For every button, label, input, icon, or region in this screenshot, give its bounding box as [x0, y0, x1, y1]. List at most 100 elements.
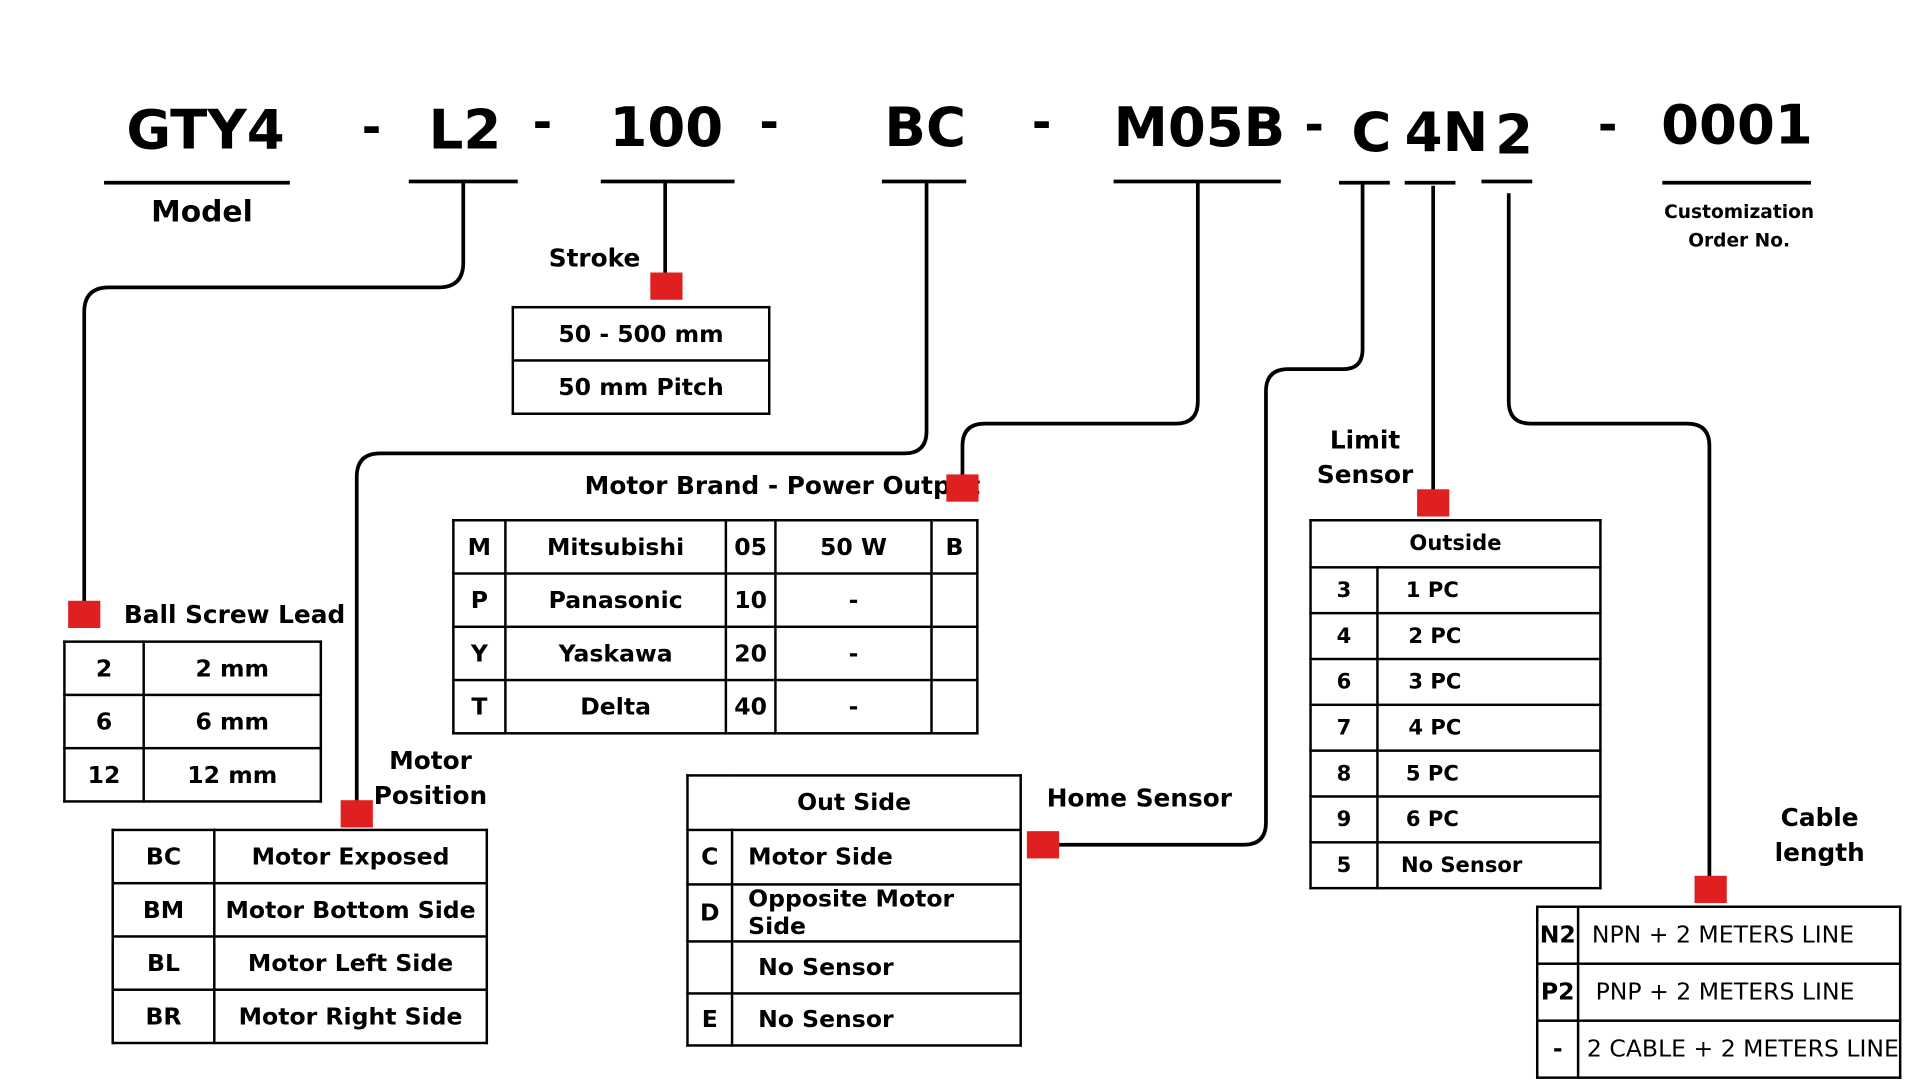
- brake-code: [930, 572, 979, 629]
- brand-code: Y: [452, 625, 507, 682]
- cable-value: PNP + 2 METERS LINE: [1577, 962, 1902, 1022]
- cable-code: P2: [1535, 962, 1580, 1022]
- limit-value: No Sensor: [1376, 841, 1602, 890]
- stroke-range: 50 - 500 mm: [511, 305, 771, 362]
- home-value: Opposite Motor Side: [730, 883, 1022, 943]
- brand-name: Delta: [504, 678, 728, 735]
- underline: [104, 180, 290, 185]
- position-code: BR: [111, 988, 216, 1045]
- motor-position-title-line1: Motor: [389, 745, 472, 776]
- power-code: 20: [724, 625, 777, 682]
- cable-value: 2 CABLE + 2 METERS LINE: [1577, 1019, 1902, 1079]
- power-value: 50 W: [774, 519, 933, 575]
- separator-dash: -: [1031, 95, 1052, 150]
- wire-home-sensor: [1057, 182, 1365, 847]
- table-row: T Delta 40 -: [452, 678, 979, 735]
- wire-ball-screw-lead: [82, 182, 466, 603]
- table-row: Y Yaskawa 20 -: [452, 625, 979, 682]
- underline: [600, 179, 735, 184]
- motor-position-title-line2: Position: [373, 780, 488, 811]
- cable-code: -: [1535, 1019, 1580, 1079]
- limit-sensor-header: Outside: [1309, 519, 1602, 569]
- order-number-label: Customization Order No.: [1652, 198, 1825, 255]
- limit-value: 5 PC: [1376, 749, 1602, 798]
- limit-code: 8: [1309, 749, 1379, 798]
- separator-dash: -: [759, 95, 779, 150]
- power-value: -: [774, 625, 933, 682]
- segment-home-sensor-code: C: [1351, 101, 1392, 165]
- cable-code: N2: [1535, 905, 1580, 965]
- underline: [1662, 180, 1811, 185]
- limit-code: 4: [1309, 611, 1379, 661]
- underline: [1481, 179, 1533, 184]
- home-code: E: [686, 992, 734, 1047]
- lead-value: 6 mm: [142, 693, 323, 750]
- limit-code: 6: [1309, 657, 1379, 707]
- limit-value: 6 PC: [1376, 795, 1602, 844]
- wire-cable-length: [1506, 193, 1712, 877]
- table-header-row: Out Side: [686, 774, 1022, 832]
- ball-screw-lead-marker: [68, 600, 101, 629]
- limit-sensor-title: Limit Sensor: [1311, 422, 1420, 491]
- separator-dash: -: [1597, 97, 1618, 153]
- motor-brand-title: Motor Brand - Power Output: [584, 470, 981, 501]
- limit-value: 3 PC: [1376, 657, 1602, 707]
- separator-dash: -: [532, 95, 553, 150]
- brake-code: [930, 625, 979, 682]
- limit-value: 1 PC: [1376, 566, 1602, 615]
- stroke-pitch: 50 mm Pitch: [511, 359, 771, 415]
- home-code: C: [686, 828, 734, 886]
- cable-length-title-line2: length: [1774, 837, 1865, 868]
- limit-code: 9: [1309, 795, 1379, 844]
- home-code: D: [686, 883, 734, 943]
- stroke-marker: [650, 272, 683, 300]
- limit-sensor-marker: [1417, 489, 1450, 517]
- home-value: No Sensor: [730, 992, 1022, 1047]
- power-code: 05: [724, 519, 777, 575]
- table-row: -2 CABLE + 2 METERS LINE: [1535, 1019, 1902, 1079]
- separator-dash: -: [1304, 97, 1324, 153]
- order-label-line1: Customization: [1664, 200, 1815, 223]
- table-header-row: Outside: [1309, 519, 1602, 569]
- power-code: 40: [724, 678, 777, 735]
- cable-value: NPN + 2 METERS LINE: [1577, 905, 1902, 965]
- table-row: 50 mm Pitch: [511, 359, 771, 415]
- power-code: 10: [724, 572, 777, 629]
- lead-code: 2: [63, 640, 145, 697]
- underline: [881, 179, 967, 184]
- lead-code: 12: [63, 746, 145, 803]
- cable-length-marker: [1694, 875, 1727, 904]
- separator-dash: -: [361, 100, 382, 155]
- segment-order-code: 0001: [1661, 94, 1813, 158]
- home-value: Motor Side: [730, 828, 1022, 886]
- motor-brand-marker: [946, 474, 979, 502]
- brand-name: Panasonic: [504, 572, 728, 629]
- limit-value: 4 PC: [1376, 703, 1602, 752]
- segment-cable-code: 2: [1495, 104, 1534, 168]
- power-value: -: [774, 572, 933, 629]
- underline: [1404, 180, 1456, 185]
- position-code: BM: [111, 881, 216, 938]
- table-row: P Panasonic 10 -: [452, 572, 979, 629]
- motor-position-title: Motor Position: [372, 743, 490, 812]
- model-label: Model: [151, 194, 253, 230]
- limit-sensor-title-line1: Limit: [1329, 424, 1401, 455]
- wire-motor-brand: [960, 182, 1200, 476]
- segment-limit-sensor-code: 4N: [1404, 101, 1489, 165]
